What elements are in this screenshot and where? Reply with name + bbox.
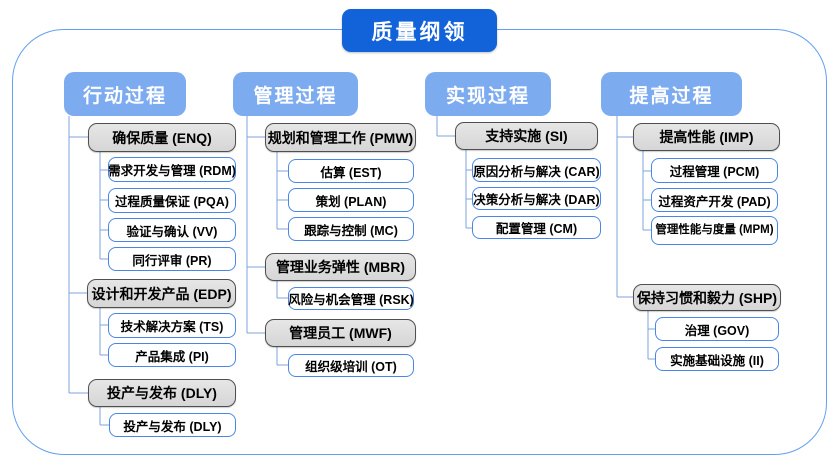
node-pqa: 过程质量保证 (PQA) xyxy=(108,188,236,213)
node-pmw: 规划和管理工作 (PMW) xyxy=(265,123,416,152)
node-pi: 产品集成 (PI) xyxy=(108,343,236,367)
node-ii: 实施基础设施 (II) xyxy=(655,347,779,371)
node-dar: 决策分析与解决 (DAR) xyxy=(472,187,601,210)
node-car: 原因分析与解决 (CAR) xyxy=(472,158,601,182)
node-pcm: 过程管理 (PCM) xyxy=(651,158,778,183)
node-dly-child: 投产与发布 (DLY) xyxy=(109,413,236,437)
node-mpm: 管理性能与度量 (MPM) xyxy=(651,216,778,245)
column-header-implementation-process: 实现过程 xyxy=(425,72,551,116)
node-enq: 确保质量 (ENQ) xyxy=(88,123,236,152)
node-edp: 设计和开发产品 (EDP) xyxy=(87,279,236,308)
node-mbr: 管理业务弹性 (MBR) xyxy=(265,253,416,281)
node-ts: 技术解决方案 (TS) xyxy=(108,313,236,338)
node-plan: 策划 (PLAN) xyxy=(288,188,414,212)
node-vv: 验证与确认 (VV) xyxy=(108,218,236,242)
node-cm: 配置管理 (CM) xyxy=(472,216,601,239)
node-est: 估算 (EST) xyxy=(288,159,414,183)
node-shp: 保持习惯和毅力 (SHP) xyxy=(633,284,781,311)
node-ot: 组织级培训 (OT) xyxy=(288,354,414,377)
node-rdm: 需求开发与管理 (RDM) xyxy=(108,157,236,182)
node-gov: 治理 (GOV) xyxy=(655,317,779,341)
node-pad: 过程资产开发 (PAD) xyxy=(651,188,778,212)
node-mwf: 管理员工 (MWF) xyxy=(265,319,416,347)
node-mc: 跟踪与控制 (MC) xyxy=(288,217,414,241)
node-imp: 提高性能 (IMP) xyxy=(633,123,780,151)
column-header-improvement-process: 提高过程 xyxy=(601,72,742,116)
node-rsk: 风险与机会管理 (RSK) xyxy=(288,287,414,310)
diagram-title: 质量纲领 xyxy=(342,9,497,52)
node-pr: 同行评审 (PR) xyxy=(108,247,236,271)
column-header-management-process: 管理过程 xyxy=(233,72,358,116)
node-dly: 投产与发布 (DLY) xyxy=(88,379,236,407)
node-si: 支持实施 (SI) xyxy=(455,122,598,150)
column-header-action-process: 行动过程 xyxy=(64,72,186,116)
